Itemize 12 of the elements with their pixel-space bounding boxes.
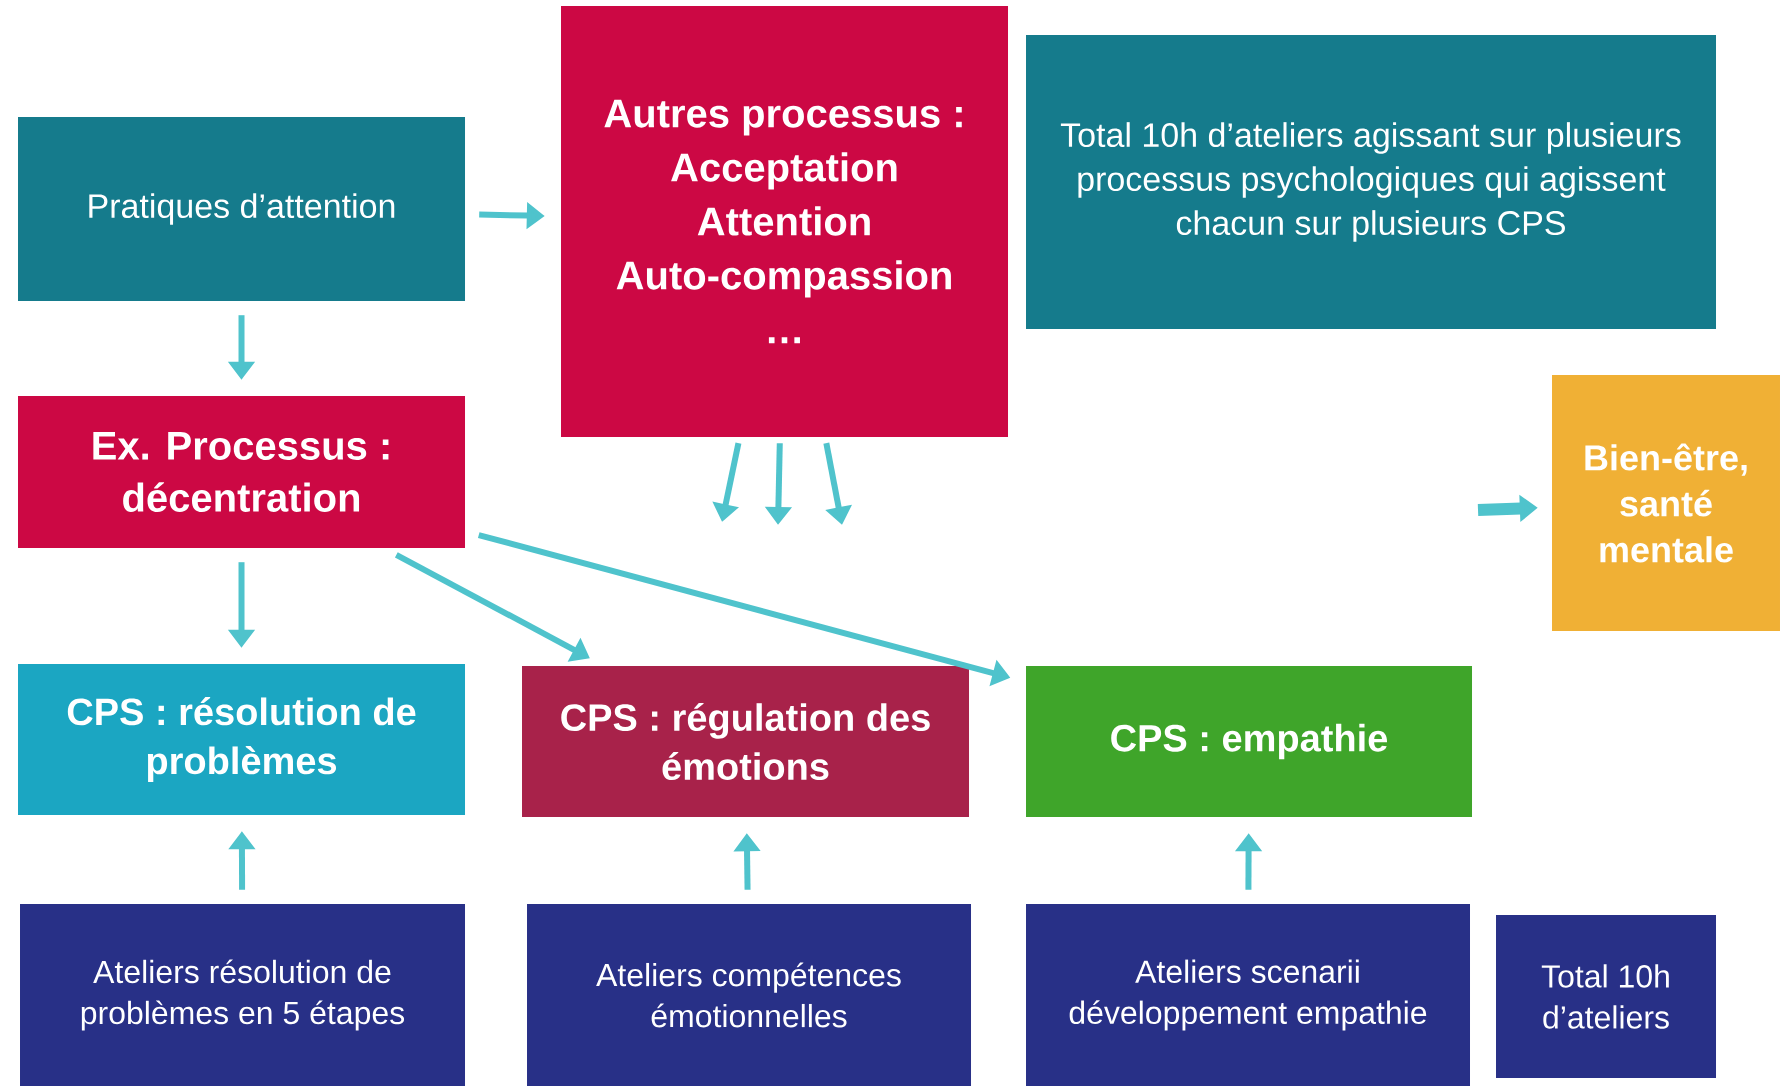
- outcome-box: Bien-être, santé mentale: [1552, 375, 1780, 631]
- workshop-box: Ateliers compétences émotionnelles: [527, 904, 971, 1086]
- skill-box: CPS : résolution de problèmes: [18, 664, 465, 815]
- skill-box: CPS : régulation des émotions: [522, 666, 969, 817]
- skill-box: CPS : empathie: [1026, 666, 1472, 817]
- process-box: Autres processus : Acceptation Attention Auto-compassion …: [561, 6, 1008, 437]
- process-box: Pratiques d’attention: [18, 117, 465, 301]
- process-box: Ex. Processus : décentration: [18, 396, 465, 548]
- workshop-box: Ateliers scenarii développement empathie: [1026, 904, 1470, 1086]
- workshop-box: Total 10h d’ateliers: [1496, 915, 1716, 1078]
- note-box: Total 10h d’ateliers agissant sur plusieurs processus psychologiques qui agissent chacun sur plusieurs CPS: [1026, 35, 1716, 329]
- workshop-box: Ateliers résolution de problèmes en 5 étapes: [20, 904, 465, 1086]
